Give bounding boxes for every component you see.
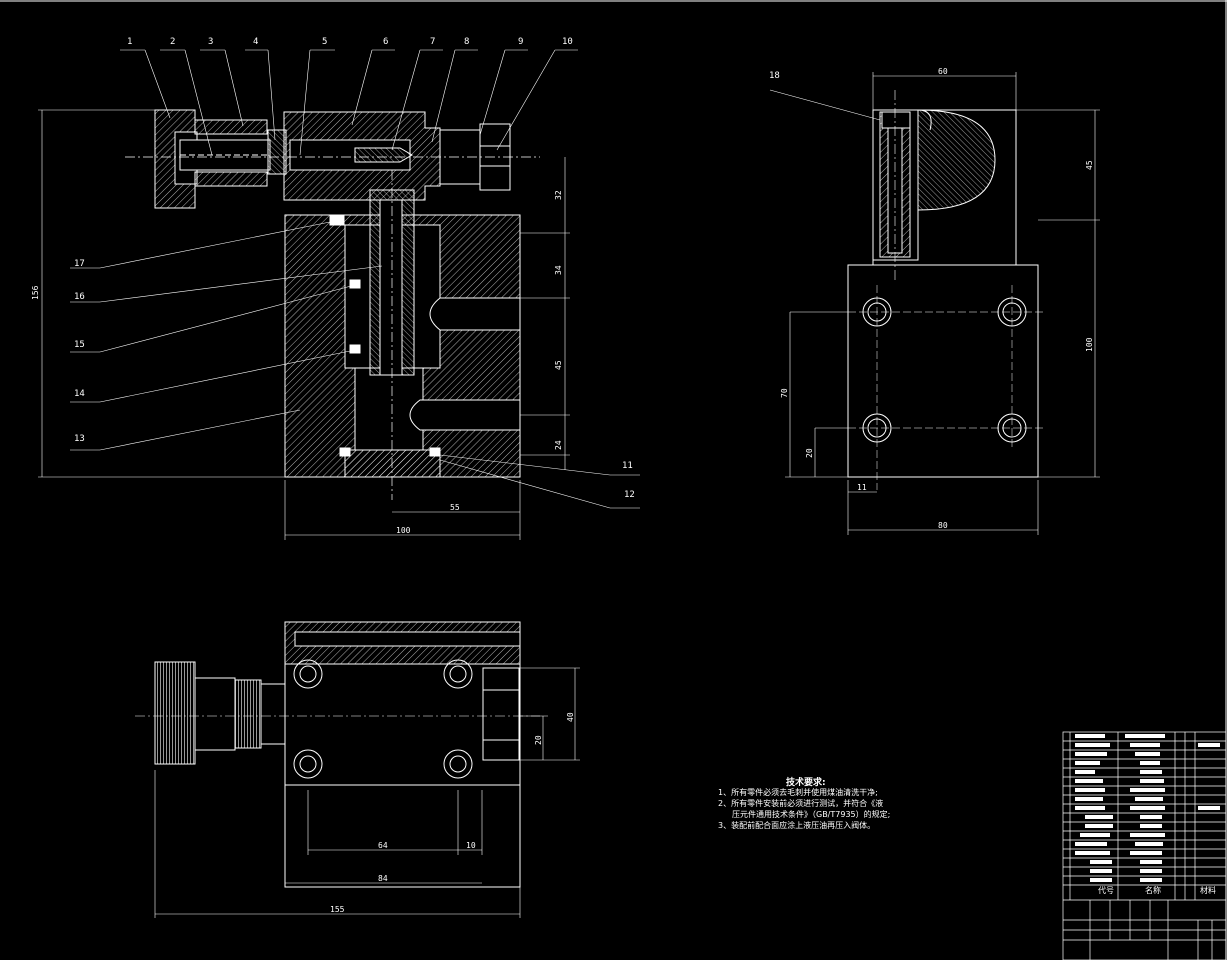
tech-requirements-title: 技术要求: [786, 778, 826, 788]
top-view [135, 621, 580, 918]
part-label-16: 16 [74, 292, 85, 302]
dim-front-24: 24 [554, 440, 563, 450]
part-label-4: 4 [253, 37, 258, 47]
part-label-17: 17 [74, 259, 85, 269]
bom-text-fill [1075, 734, 1220, 882]
part-labels: 1 2 3 4 5 6 7 8 9 10 11 12 13 14 15 16 1… [74, 37, 780, 500]
dim-front-156: 156 [31, 285, 40, 300]
part-label-1: 1 [127, 37, 132, 47]
tech-requirement-line-4: 3、装配前配合面应涂上液压油再压入阀体。 [718, 821, 876, 830]
dim-side-20: 20 [805, 448, 814, 458]
part-label-11: 11 [622, 461, 633, 471]
bom-header-material: 材料 [1200, 885, 1216, 895]
dim-side-60: 60 [938, 67, 948, 76]
part-label-5: 5 [322, 37, 327, 47]
dim-top-20: 20 [534, 735, 543, 745]
front-section-view [38, 49, 640, 540]
part-label-14: 14 [74, 389, 85, 399]
dim-front-45: 45 [554, 360, 563, 370]
part-label-13: 13 [74, 434, 85, 444]
front-dimensions: 156 32 34 45 24 55 100 [31, 190, 563, 535]
side-view [769, 72, 1100, 535]
side-dimensions: 60 45 100 70 20 11 80 [780, 67, 1094, 530]
tech-requirement-line-3: 压元件通用技术条件》（GB/T7935）的规定; [732, 810, 891, 819]
dim-top-10: 10 [466, 841, 476, 850]
dim-side-100: 100 [1085, 337, 1094, 352]
dim-front-32: 32 [554, 190, 563, 200]
part-label-12: 12 [624, 490, 635, 500]
part-label-7: 7 [430, 37, 435, 47]
top-dimensions: 40 20 64 10 84 155 [330, 712, 575, 914]
part-label-15: 15 [74, 340, 85, 350]
dim-front-55: 55 [450, 503, 460, 512]
tech-requirement-line-1: 1、所有零件必须去毛刺并使用煤油清洗干净; [718, 788, 878, 797]
dim-top-40: 40 [566, 712, 575, 722]
part-label-10: 10 [562, 37, 573, 47]
dim-side-70: 70 [780, 388, 789, 398]
dim-front-100: 100 [396, 526, 411, 535]
tech-requirement-line-2: 2、所有零件安装前必须进行测试，并符合《液 [718, 799, 884, 808]
dim-top-155: 155 [330, 905, 345, 914]
part-label-3: 3 [208, 37, 213, 47]
part-label-6: 6 [383, 37, 388, 47]
dim-side-45: 45 [1085, 160, 1094, 170]
part-label-8: 8 [464, 37, 469, 47]
part-label-2: 2 [170, 37, 175, 47]
dim-side-80: 80 [938, 521, 948, 530]
part-label-9: 9 [518, 37, 523, 47]
dim-top-84: 84 [378, 874, 388, 883]
bom-header-code: 代号 [1098, 885, 1114, 895]
dim-top-64: 64 [378, 841, 388, 850]
dim-front-34: 34 [554, 265, 563, 275]
title-block [1062, 731, 1227, 960]
dim-side-11: 11 [857, 483, 867, 492]
bom-header-name: 名称 [1145, 885, 1161, 895]
part-label-18: 18 [769, 71, 780, 81]
